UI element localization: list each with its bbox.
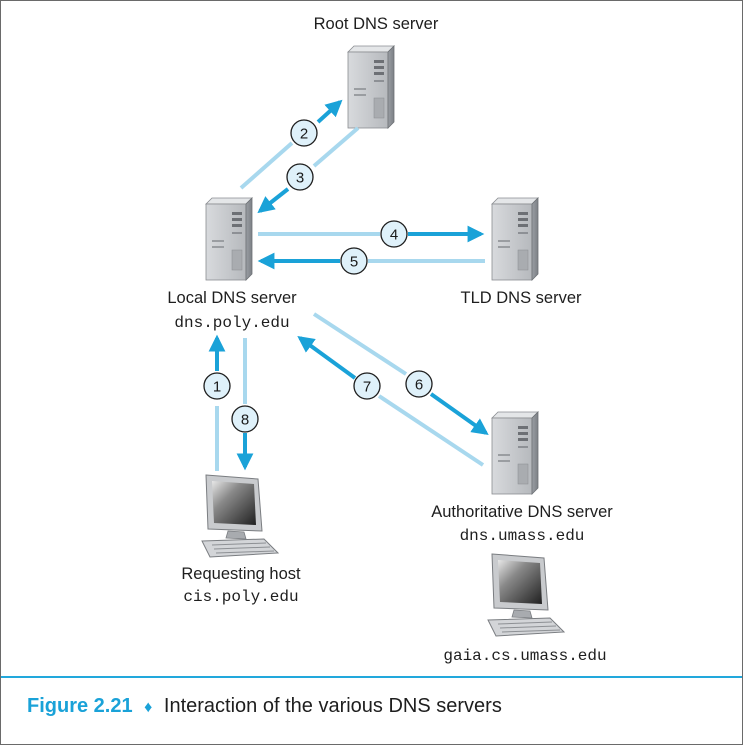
step-7-arrow: [297, 336, 485, 467]
step-6-badge: 6: [405, 370, 433, 398]
step-6-arrow: [312, 312, 489, 435]
requesting-host-computer-icon: [201, 474, 279, 558]
caption-text: Interaction of the various DNS servers: [163, 695, 502, 717]
step-2-number: 2: [300, 126, 308, 143]
target-host-computer-icon: [487, 553, 565, 637]
step-2-badge: 2: [290, 119, 318, 147]
step-4-number: 4: [390, 227, 398, 244]
local-server-label: Local DNS server: [167, 289, 297, 307]
dns-diagram: 1 2 3 4 5 6 7 8 Root DNS server Local DN…: [167, 15, 613, 665]
authoritative-server-hostname: dns.umass.edu: [460, 527, 585, 545]
requesting-host-hostname: cis.poly.edu: [183, 588, 298, 606]
target-host-hostname: gaia.cs.umass.edu: [443, 647, 606, 665]
step-3-arrow: [257, 126, 360, 214]
step-1-number: 1: [213, 379, 221, 396]
step-2-arrow: [239, 99, 343, 190]
tld-server-icon: [491, 197, 539, 281]
step-5-badge: 5: [340, 247, 368, 275]
root-server-icon: [347, 45, 395, 129]
step-8-badge: 8: [231, 405, 259, 433]
step-1-badge: 1: [203, 372, 231, 400]
figure-caption: Figure 2.21 ♦ Interaction of the various…: [27, 695, 502, 718]
figure-number: Figure 2.21: [27, 695, 133, 717]
step-7-number: 7: [363, 379, 371, 396]
step-7-badge: 7: [353, 372, 381, 400]
tld-server-label: TLD DNS server: [460, 289, 582, 307]
step-3-badge: 3: [286, 163, 314, 191]
caption-divider: [1, 676, 742, 678]
root-server-label: Root DNS server: [314, 15, 439, 33]
caption-separator: ♦: [144, 699, 153, 716]
local-server-icon: [205, 197, 253, 281]
step-6-number: 6: [415, 377, 423, 394]
step-8-number: 8: [241, 412, 249, 429]
step-4-badge: 4: [380, 220, 408, 248]
authoritative-server-icon: [491, 411, 539, 495]
step-3-number: 3: [296, 170, 304, 187]
local-server-hostname: dns.poly.edu: [174, 314, 289, 332]
step-5-number: 5: [350, 254, 358, 271]
authoritative-server-label: Authoritative DNS server: [431, 503, 613, 521]
requesting-host-label: Requesting host: [181, 565, 301, 583]
